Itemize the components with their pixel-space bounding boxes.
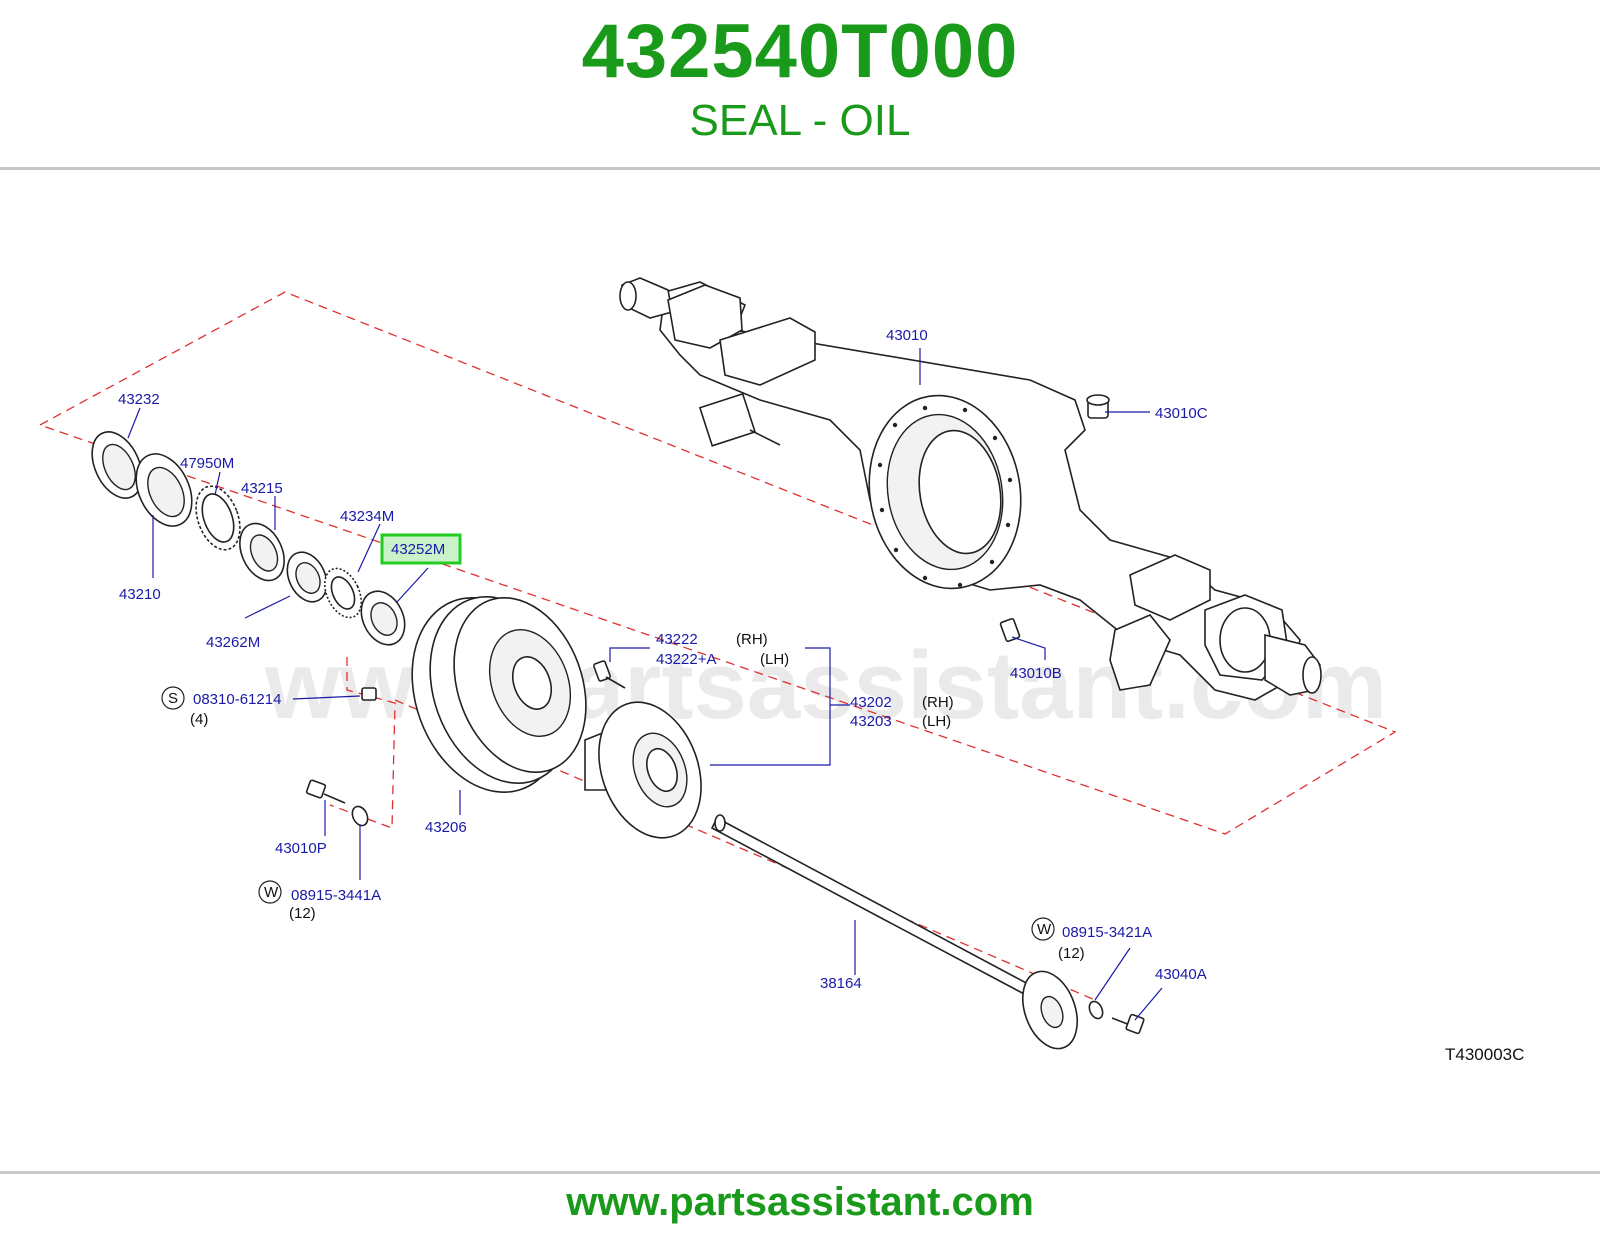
callout-43010B[interactable]: 43010B	[1010, 665, 1062, 682]
callout-43010C[interactable]: 43010C	[1155, 405, 1208, 422]
callout-43222-A[interactable]: 43222+A	[656, 651, 716, 668]
hub-bolt-43222-part	[593, 660, 626, 689]
callout-43222[interactable]: 43222	[656, 631, 698, 648]
sensor-rotor-47950M-part	[195, 485, 241, 551]
quantity-4: (4)	[190, 711, 208, 728]
breather-cap-part	[1086, 394, 1110, 419]
quantity-12-b: (12)	[1058, 945, 1085, 962]
callout-43234M[interactable]: 43234M	[340, 508, 394, 525]
callout-43203[interactable]: 43203	[850, 713, 892, 730]
callout-43215[interactable]: 43215	[241, 480, 283, 497]
callout-43040A[interactable]: 43040A	[1155, 966, 1207, 983]
callout-43010[interactable]: 43010	[886, 327, 928, 344]
rh-label-2: (RH)	[922, 694, 954, 711]
wheel-hub-43202-part	[584, 701, 702, 839]
oil-seal-43252M-part	[360, 590, 406, 646]
highlight-box-43252M	[380, 533, 462, 565]
part-number-title: 432540T000	[581, 9, 1019, 94]
callout-47950M[interactable]: 47950M	[180, 455, 234, 472]
callout-08310-61214[interactable]: 08310-61214	[193, 691, 281, 708]
part-name-subtitle: SEAL - OIL	[689, 96, 911, 145]
page-header: 432540T000 SEAL - OIL	[0, 0, 1600, 168]
callout-38164[interactable]: 38164	[820, 975, 862, 992]
spacer-43262M-part	[286, 551, 328, 603]
oil-seal-43232-part	[91, 431, 143, 499]
diagram-reference-code: T430003C	[1445, 1045, 1524, 1064]
symbol-s: S	[168, 690, 178, 707]
footer-url[interactable]: www.partsassistant.com	[566, 1180, 1034, 1224]
bolt-assembly-dashed	[329, 657, 396, 829]
symbol-w-1: W	[264, 884, 279, 901]
symbol-w-circle-2	[1031, 917, 1055, 941]
washer-08915-3441A-part	[351, 805, 369, 827]
drain-plug-part	[999, 617, 1021, 643]
callout-43010P[interactable]: 43010P	[275, 840, 327, 857]
bolt-43010P-part	[305, 779, 346, 804]
quantity-12-a: (12)	[289, 905, 316, 922]
callout-43202[interactable]: 43202	[850, 694, 892, 711]
callout-43252M[interactable]: 43252M	[391, 541, 445, 558]
callout-43232[interactable]: 43232	[118, 391, 160, 408]
bearing-43210-part	[135, 453, 193, 527]
axle-shaft-38164-part	[710, 814, 1078, 1050]
lh-label-2: (LH)	[922, 713, 951, 730]
lh-label-1: (LH)	[760, 651, 789, 668]
callout-08915-3441A[interactable]: 08915-3441A	[291, 887, 381, 904]
callout-08915-3421A[interactable]: 08915-3421A	[1062, 924, 1152, 941]
brake-drum-43206-part	[411, 596, 587, 793]
screw-08310-part	[361, 687, 377, 701]
axle-housing-part	[619, 277, 1322, 701]
symbol-w-2: W	[1037, 921, 1052, 938]
callout-43210[interactable]: 43210	[119, 586, 161, 603]
callout-43262M[interactable]: 43262M	[206, 634, 260, 651]
callout-43206[interactable]: 43206	[425, 819, 467, 836]
bolt-43040A-part	[1111, 1013, 1145, 1035]
lock-washer-43234M-part	[324, 567, 362, 619]
symbol-w-circle-1	[258, 880, 282, 904]
symbol-s-circle	[161, 686, 185, 710]
leader-lines	[127, 348, 1163, 1021]
footer-divider	[0, 1171, 1600, 1174]
bearing-43215-part	[239, 522, 285, 582]
header-divider	[0, 167, 1600, 170]
rh-label-1: (RH)	[736, 631, 768, 648]
washer-08915-3421A-part	[1088, 1000, 1104, 1020]
